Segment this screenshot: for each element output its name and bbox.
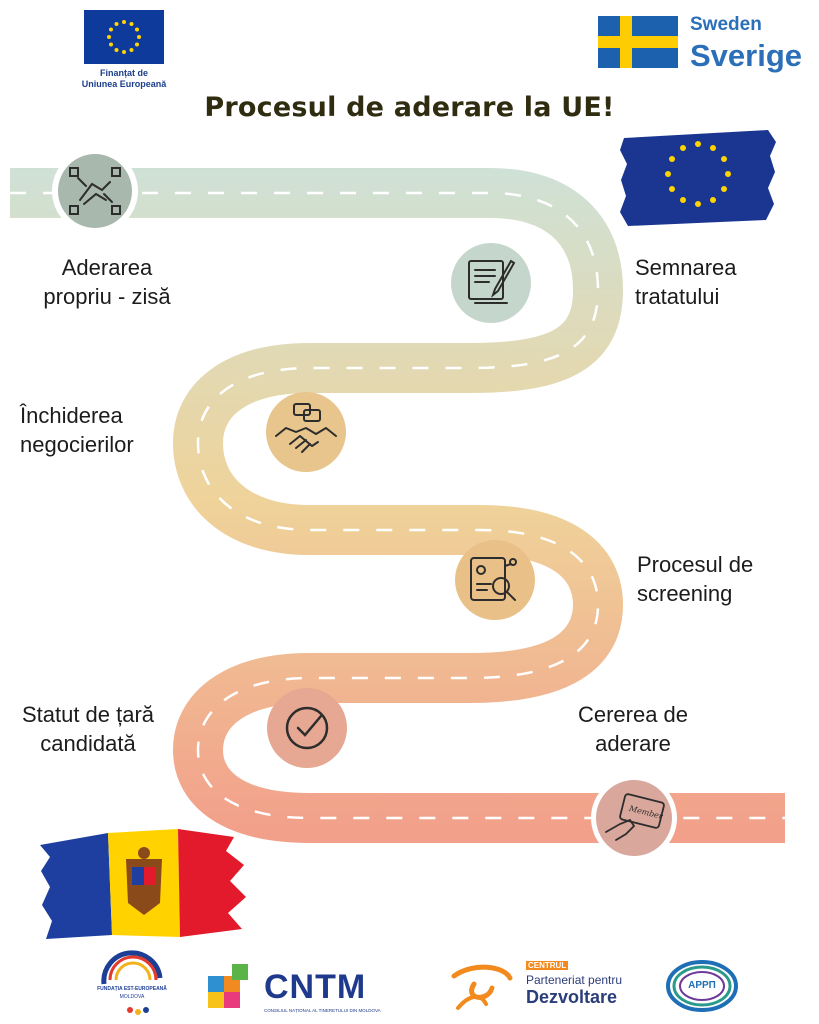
handshake-icon xyxy=(275,403,337,453)
eu-funding-caption: Finanțat de Uniunea Europeană xyxy=(60,68,188,90)
step-circle-negotiations xyxy=(266,392,346,472)
fee-moldova-logo: FUNDAȚIA EST-EUROPEANĂ MOLDOVA xyxy=(96,950,168,1020)
eu-flag-logo xyxy=(84,10,164,64)
step-label-candidate: Statut de țară candidată xyxy=(8,700,168,758)
step-label-treaty: Semnarea tratatului xyxy=(635,253,795,311)
step-line-2: candidată xyxy=(40,731,136,756)
eu-brush-flag xyxy=(618,128,778,228)
step-line-2: propriu - zisă xyxy=(43,284,171,309)
step-line-1: Închiderea xyxy=(20,403,123,428)
signing-document-icon xyxy=(468,259,516,304)
card-label: Member xyxy=(627,804,664,822)
moldova-coat-of-arms xyxy=(126,847,162,915)
fee-country: MOLDOVA xyxy=(119,994,145,1000)
appp-name: APPП xyxy=(688,980,716,991)
funding-line-2: Uniunea Europeană xyxy=(81,79,167,89)
step-circle-screening xyxy=(455,540,535,620)
cpd-logo: CENTRUL Parteneriat pentru Dezvoltare xyxy=(444,956,624,1016)
step-line-1: Statut de țară xyxy=(21,702,155,727)
hands-together-icon xyxy=(69,167,121,215)
funding-line-1: Finanțat de xyxy=(99,68,148,78)
cpd-line-1: Parteneriat pentru xyxy=(526,973,623,987)
appp-logo: APPП xyxy=(664,958,740,1014)
step-circle-application: Member xyxy=(596,780,672,856)
sweden-label: Sweden xyxy=(690,14,762,35)
step-label-accession: Aderarea propriu - zisă xyxy=(22,253,192,311)
cntm-full-name: CONSILIUL NAȚIONAL AL TINERETULUI DIN MO… xyxy=(264,1008,381,1013)
moldova-brush-flag xyxy=(38,825,248,943)
cpd-badge: CENTRUL xyxy=(526,961,569,970)
step-circle-treaty xyxy=(451,243,531,323)
sverige-label: Sverige xyxy=(690,38,803,73)
road-surface xyxy=(10,168,785,843)
step-line-1: Cererea de xyxy=(577,702,689,727)
cntm-logo: CNTM CONSILIUL NAȚIONAL AL TINERETULUI D… xyxy=(206,962,406,1018)
cntm-name: CNTM xyxy=(264,968,367,1006)
step-line-1: Procesul de xyxy=(637,552,754,577)
step-line-2: screening xyxy=(637,581,733,606)
step-label-negotiations: Închiderea negocierilor xyxy=(20,401,190,459)
step-line-1: Semnarea xyxy=(635,255,737,280)
sweden-flag-logo xyxy=(598,16,678,68)
step-label-screening: Procesul de screening xyxy=(637,550,807,608)
step-label-application: Cererea de aderare xyxy=(558,700,708,758)
puzzle-icon xyxy=(208,964,248,1008)
cpd-symbol xyxy=(451,964,513,1010)
member-card-icon: Member xyxy=(605,793,665,841)
step-line-2: tratatului xyxy=(635,284,720,309)
checkmark-circle-icon xyxy=(285,706,329,750)
step-line-1: Aderarea xyxy=(61,255,153,280)
step-line-2: aderare xyxy=(595,731,671,756)
step-circle-accession xyxy=(58,154,132,228)
cpd-line-2: Dezvoltare xyxy=(526,987,618,1007)
step-circle-candidate xyxy=(267,688,347,768)
step-line-2: negocierilor xyxy=(20,432,134,457)
fee-name: FUNDAȚIA EST-EUROPEANĂ xyxy=(97,986,167,992)
screening-magnifier-icon xyxy=(470,557,517,601)
page-title: Procesul de aderare la UE! xyxy=(204,92,615,123)
